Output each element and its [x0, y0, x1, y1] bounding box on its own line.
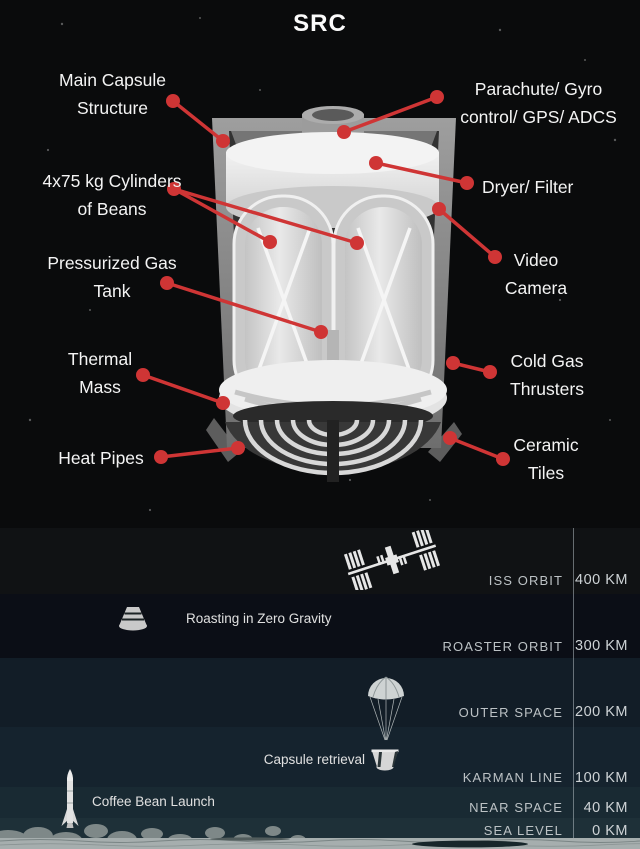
- star-field: [28, 17, 617, 512]
- capsule-graphic: [206, 106, 462, 482]
- level-name-sea-level: SEA LEVEL: [483, 823, 563, 838]
- band-outer-space: [0, 658, 640, 727]
- capsule-cutaway-illustration: [28, 17, 617, 512]
- label-dryer-filter: Dryer/ Filter: [482, 177, 574, 197]
- sea-surface: [0, 837, 640, 849]
- annotation-launch: Coffee Bean Launch: [92, 794, 215, 809]
- level-value-sea-level: 0 KM: [592, 823, 628, 839]
- level-name-near-space: NEAR SPACE: [469, 800, 563, 815]
- level-value-roaster-orbit: 300 KM: [575, 638, 628, 654]
- level-name-iss-orbit: ISS ORBIT: [488, 573, 563, 588]
- altitude-scale-divider: [573, 528, 574, 841]
- annotation-roasting: Roasting in Zero Gravity: [186, 611, 332, 626]
- band-karman-line: [0, 727, 640, 787]
- band-near-space: [0, 787, 640, 818]
- band-roaster-orbit: [0, 594, 640, 658]
- label-thermal-mass: Thermal Mass: [67, 349, 133, 397]
- leader-lines: [136, 90, 510, 466]
- annotation-retrieval: Capsule retrieval: [263, 752, 365, 767]
- level-value-near-space: 40 KM: [583, 800, 628, 816]
- level-value-iss-orbit: 400 KM: [575, 572, 628, 588]
- label-video-camera: Video Camera: [504, 250, 568, 298]
- capsule-roasting-icon: [119, 607, 147, 631]
- level-value-karman-line: 100 KM: [575, 770, 628, 786]
- label-main-capsule-structure: Main Capsule Structure: [59, 70, 166, 118]
- rocket-icon: [61, 769, 79, 828]
- level-value-outer-space: 200 KM: [575, 704, 628, 720]
- capsule-retrieval-icon: [371, 749, 399, 771]
- label-heat-pipes: Heat Pipes: [58, 448, 144, 468]
- level-name-outer-space: OUTER SPACE: [458, 705, 563, 720]
- label-cold-gas-thrusters: Cold Gas Thrusters: [510, 351, 584, 399]
- level-name-karman-line: KARMAN LINE: [462, 770, 563, 785]
- band-iss-orbit: [0, 528, 640, 594]
- label-ceramic-tiles: Ceramic Tiles: [513, 435, 579, 483]
- parachute-icon: [368, 676, 404, 741]
- level-name-roaster-orbit: ROASTER ORBIT: [442, 639, 563, 654]
- label-bean-cylinders: 4x75 kg Cylinders of Beans: [42, 171, 182, 219]
- label-parachute-gyro: Parachute/ Gyro control/ GPS/ ADCS: [460, 79, 617, 127]
- page-title: SRC: [293, 10, 347, 37]
- label-pressurized-gas-tank: Pressurized Gas Tank: [47, 253, 177, 301]
- iss-icon: [343, 530, 441, 590]
